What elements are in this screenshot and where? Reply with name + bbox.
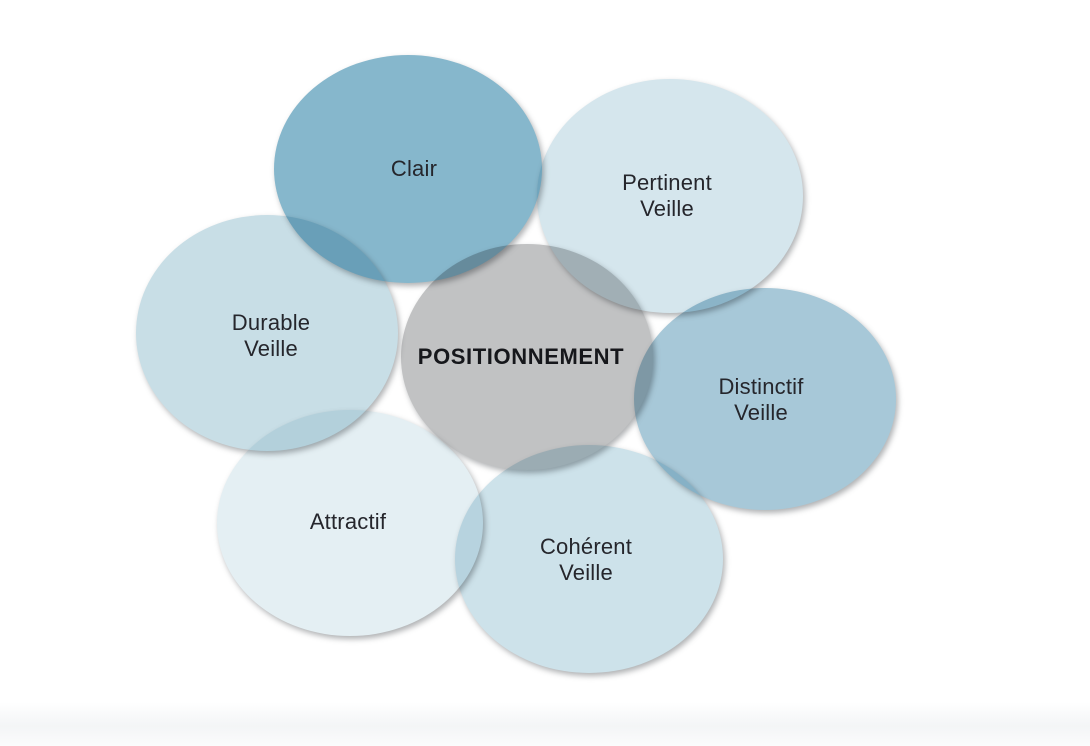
- petal-attractif-label: Attractif: [309, 509, 387, 534]
- petal-attractif-circle: [217, 410, 483, 636]
- petal-clair-label: Clair: [390, 156, 438, 181]
- petal-pertinent-veille-label: Pertinent Veille: [622, 170, 712, 221]
- petal-distinctif-veille-label: Distinctif Veille: [718, 374, 804, 425]
- petal-clair-circle: [274, 55, 542, 283]
- bottom-fade-strip: [0, 702, 1090, 746]
- petal-coherent-veille-label: Cohérent Veille: [539, 534, 633, 585]
- center-positionnement-circle: [401, 244, 653, 470]
- center-positionnement-title: POSITIONNEMENT: [417, 344, 625, 369]
- petal-durable-veille-label: Durable Veille: [231, 310, 311, 361]
- petal-coherent-veille-circle: [455, 445, 723, 673]
